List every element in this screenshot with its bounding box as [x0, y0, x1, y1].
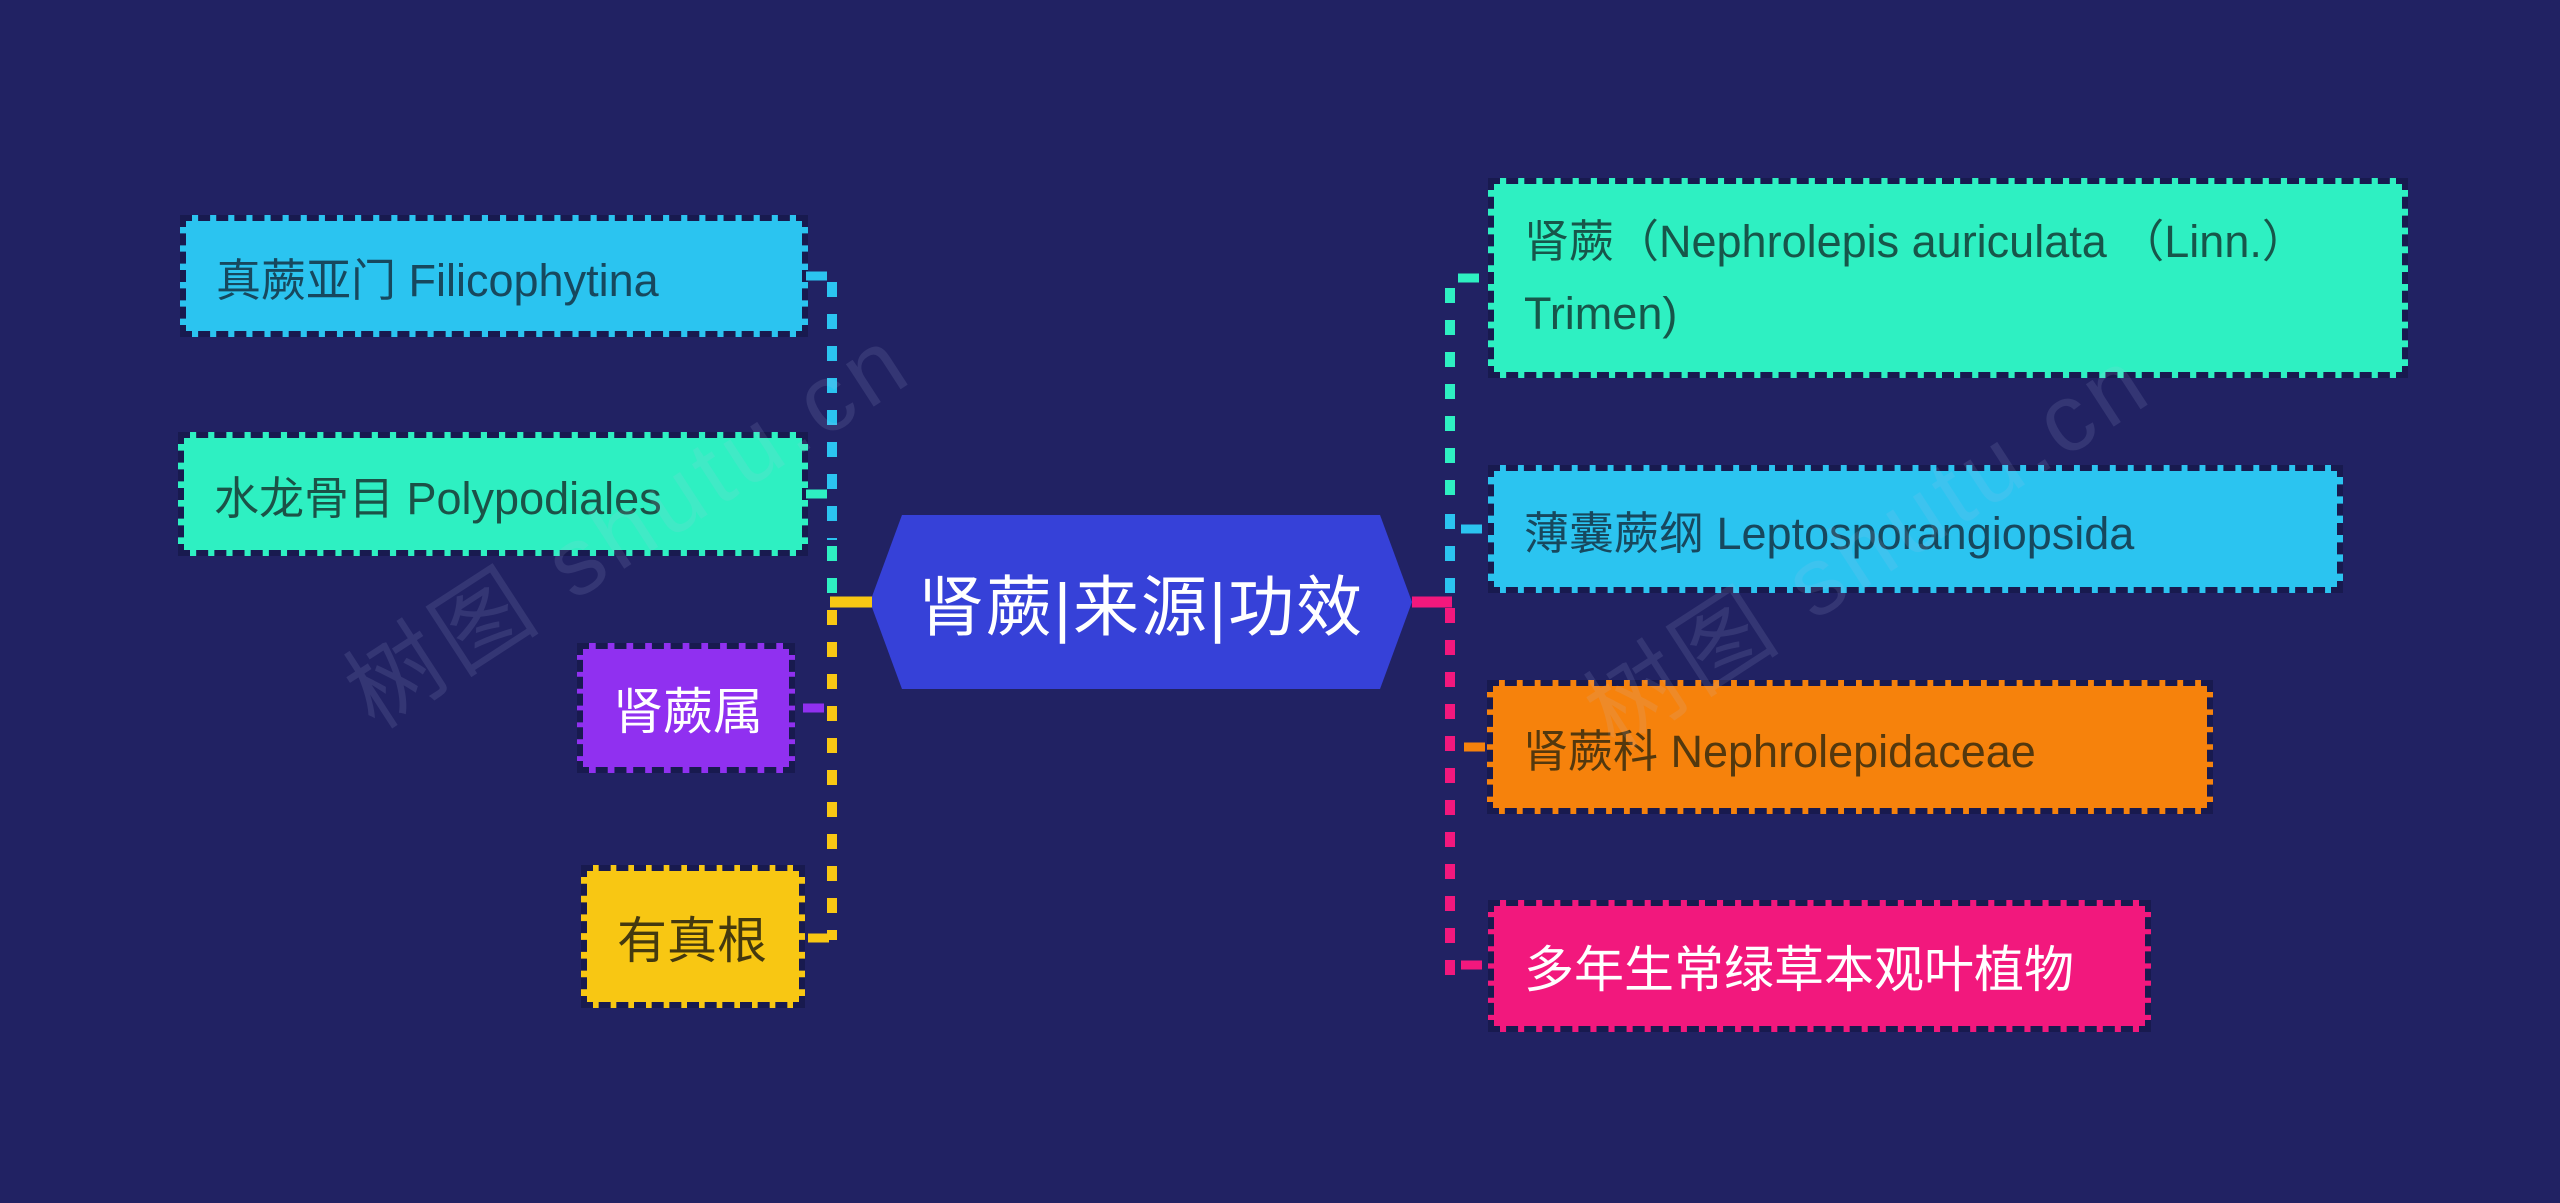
node-label: 薄囊蕨纲 Leptosporangiopsida — [1524, 507, 2135, 559]
node-polypodiales[interactable]: 水龙骨目 Polypodiales — [178, 432, 808, 556]
node-label: 多年生常绿草本观叶植物 — [1524, 942, 2074, 998]
node-evergreen-herb[interactable]: 多年生常绿草本观叶植物 — [1488, 900, 2151, 1032]
node-genus[interactable]: 肾蕨属 — [577, 643, 795, 773]
node-species[interactable]: 肾蕨（Nephrolepis auriculata （Linn.） Trimen… — [1488, 178, 2408, 378]
central-topic-label: 肾蕨|来源|功效 — [917, 570, 1365, 644]
node-true-roots[interactable]: 有真根 — [581, 865, 805, 1008]
node-class[interactable]: 薄囊蕨纲 Leptosporangiopsida — [1488, 465, 2343, 593]
node-label: 肾蕨属 — [613, 684, 763, 740]
node-label: 水龙骨目 Polypodiales — [214, 472, 662, 524]
node-label: 有真根 — [617, 912, 767, 969]
central-topic[interactable]: 肾蕨|来源|功效 — [870, 515, 1412, 689]
node-label: 肾蕨科 Nephrolepidaceae — [1523, 725, 2036, 777]
node-label: 肾蕨（Nephrolepis auriculata （Linn.） Trimen… — [1524, 216, 2320, 339]
node-filicophytina[interactable]: 真蕨亚门 Filicophytina — [180, 215, 808, 337]
node-family[interactable]: 肾蕨科 Nephrolepidaceae — [1487, 680, 2213, 814]
node-label: 真蕨亚门 Filicophytina — [216, 254, 659, 306]
